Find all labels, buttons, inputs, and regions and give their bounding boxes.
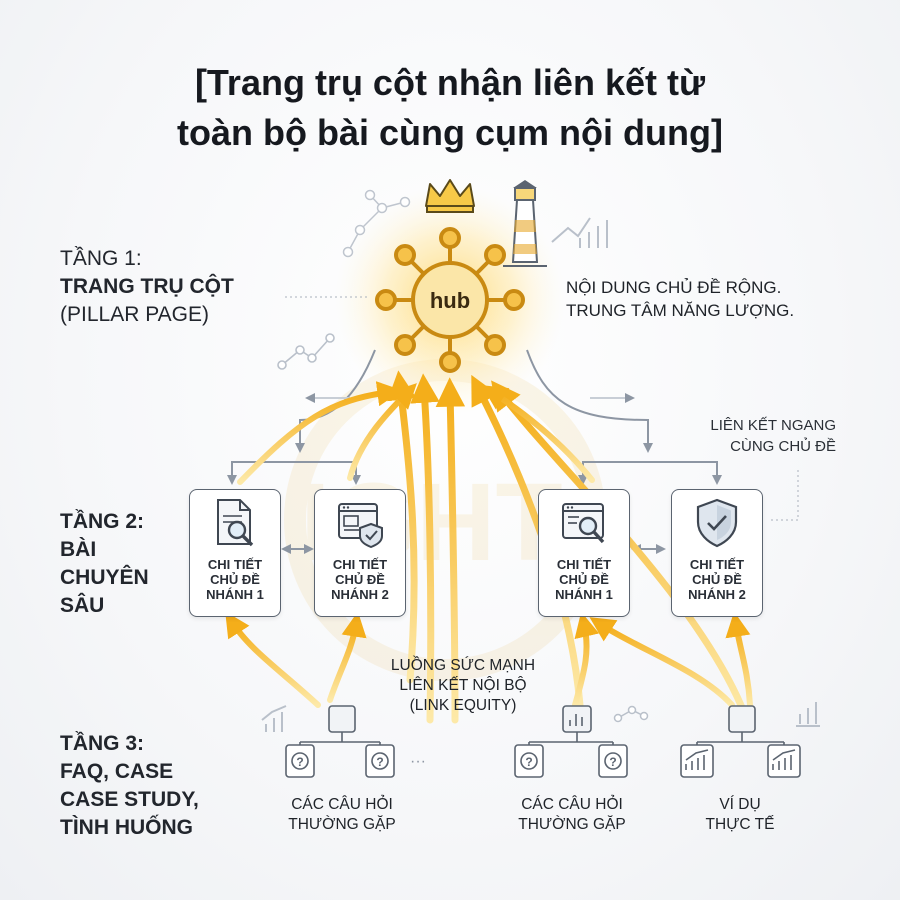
hub-desc-line-1: NỘI DUNG CHỦ ĐỀ RỘNG. xyxy=(566,278,782,297)
hub-label: hub xyxy=(429,288,471,313)
card-label: CHI TIẾT CHỦ ĐỀ NHÁNH 2 xyxy=(672,557,762,602)
tier-3-line-4: TÌNH HUỐNG xyxy=(60,816,193,839)
horizontal-links-line-2: CÙNG CHỦ ĐỀ xyxy=(730,438,836,455)
tier-3-line-2: FAQ, CASE xyxy=(60,760,174,783)
topic-card-2[interactable]: CHI TIẾT CHỦ ĐỀ NHÁNH 2 xyxy=(314,489,406,617)
document-search-icon xyxy=(217,499,254,547)
group-label-line: THƯỜNG GẶP xyxy=(518,816,626,833)
tier-1-title: TRANG TRỤ CỘT xyxy=(60,275,234,298)
card-label-line: CHỦ ĐỀ xyxy=(692,572,742,587)
network-icon xyxy=(342,189,411,258)
bar-chart-icon xyxy=(551,217,608,248)
network-small-icon xyxy=(613,705,649,723)
faq-group-2-icon xyxy=(514,705,628,778)
hub-description: NỘI DUNG CHỦ ĐỀ RỘNG. TRUNG TÂM NĂNG LƯỢ… xyxy=(566,276,794,322)
tier-2-line-4: SÂU xyxy=(60,594,105,617)
tier-3-line-3: CASE STUDY, xyxy=(60,788,199,811)
group-label-line: CÁC CÂU HỎI xyxy=(521,796,623,813)
card-label-line: CHI TIẾT xyxy=(689,557,745,572)
card-label-line: NHÁNH 1 xyxy=(206,587,264,602)
horizontal-links-note: LIÊN KẾT NGANG CÙNG CHỦ ĐỀ xyxy=(688,415,836,457)
tier-1-heading: TẦNG 1: xyxy=(60,247,142,270)
tier-2-line-2: BÀI xyxy=(60,538,97,561)
card-label-line: CHỦ ĐỀ xyxy=(210,572,260,587)
equity-line-3: (LINK EQUITY) xyxy=(409,697,517,714)
topic-card-3[interactable]: CHI TIẾT CHỦ ĐỀ NHÁNH 1 xyxy=(538,489,630,617)
tier-1-subtitle: (PILLAR PAGE) xyxy=(60,303,209,326)
tier-2-heading: TẦNG 2: xyxy=(60,510,144,533)
link-equity-note: LUỒNG SỨC MẠNH LIÊN KẾT NỘI BỘ (LINK EQU… xyxy=(372,656,554,716)
question-mark-icon: ? xyxy=(525,755,532,769)
faq-group-1-icon xyxy=(285,705,395,778)
card-label-line: NHÁNH 1 xyxy=(555,587,613,602)
card-label: CHI TIẾT CHỦ ĐỀ NHÁNH 1 xyxy=(539,557,629,602)
hub-desc-line-2: TRUNG TÂM NĂNG LƯỢNG. xyxy=(566,301,795,320)
hub-icon xyxy=(375,227,525,373)
mini-bar-icon xyxy=(796,702,820,727)
tier-3-label: TẦNG 3: FAQ, CASE CASE STUDY, TÌNH HUỐNG xyxy=(60,730,199,842)
card-label-line: NHÁNH 2 xyxy=(331,587,389,602)
tier-2-line-3: CHUYÊN xyxy=(60,566,149,589)
group-label-line: THỰC TẾ xyxy=(705,816,775,833)
card-label-line: CHỦ ĐỀ xyxy=(335,572,385,587)
ellipsis-icon: ··· xyxy=(410,753,426,770)
tier-3-group-2-label: CÁC CÂU HỎI THƯỜNG GẶP xyxy=(512,795,632,835)
shield-check-icon xyxy=(696,498,738,548)
card-label: CHI TIẾT CHỦ ĐỀ NHÁNH 2 xyxy=(315,557,405,602)
group-label-line: CÁC CÂU HỎI xyxy=(291,796,393,813)
question-mark-icon: ? xyxy=(609,755,616,769)
gray-link-arrows xyxy=(227,349,722,554)
group-label-line: VÍ DỤ xyxy=(719,796,761,813)
leader-lines xyxy=(285,296,799,521)
question-mark-icon: ? xyxy=(296,755,303,769)
card-label-line: CHI TIẾT xyxy=(556,557,612,572)
tier-3-group-1-label: CÁC CÂU HỎI THƯỜNG GẶP xyxy=(282,795,402,835)
horizontal-links-line-1: LIÊN KẾT NGANG xyxy=(710,417,836,434)
tier-3-heading: TẦNG 3: xyxy=(60,732,144,755)
card-label-line: CHI TIẾT xyxy=(332,557,388,572)
mini-bar-icon xyxy=(261,705,287,732)
card-label-line: CHI TIẾT xyxy=(207,557,263,572)
browser-search-icon xyxy=(562,503,605,544)
crown-icon xyxy=(425,179,475,213)
question-mark-icon: ? xyxy=(376,755,383,769)
card-label: CHI TIẾT CHỦ ĐỀ NHÁNH 1 xyxy=(190,557,280,602)
tier-1-label: TẦNG 1: TRANG TRỤ CỘT (PILLAR PAGE) xyxy=(60,245,234,329)
topic-card-1[interactable]: CHI TIẾT CHỦ ĐỀ NHÁNH 1 xyxy=(189,489,281,617)
equity-line-2: LIÊN KẾT NỘI BỘ xyxy=(399,677,527,694)
trend-line-icon xyxy=(277,333,335,370)
browser-shield-icon xyxy=(338,503,383,548)
title-line-2: toàn bộ bài cùng cụm nội dung] xyxy=(177,112,723,153)
lighthouse-icon xyxy=(503,180,547,267)
card-label-line: NHÁNH 2 xyxy=(688,587,746,602)
topic-card-4[interactable]: CHI TIẾT CHỦ ĐỀ NHÁNH 2 xyxy=(671,489,763,617)
tier-2-label: TẦNG 2: BÀI CHUYÊN SÂU xyxy=(60,508,149,620)
group-label-line: THƯỜNG GẶP xyxy=(288,816,396,833)
examples-group-icon xyxy=(680,705,801,778)
tier-3-group-3-label: VÍ DỤ THỰC TẾ xyxy=(680,795,800,835)
equity-line-1: LUỒNG SỨC MẠNH xyxy=(390,657,536,674)
title-line-1: [Trang trụ cột nhận liên kết từ xyxy=(194,62,706,103)
card-label-line: CHỦ ĐỀ xyxy=(559,572,609,587)
page-title: [Trang trụ cột nhận liên kết từ toàn bộ … xyxy=(0,58,900,158)
